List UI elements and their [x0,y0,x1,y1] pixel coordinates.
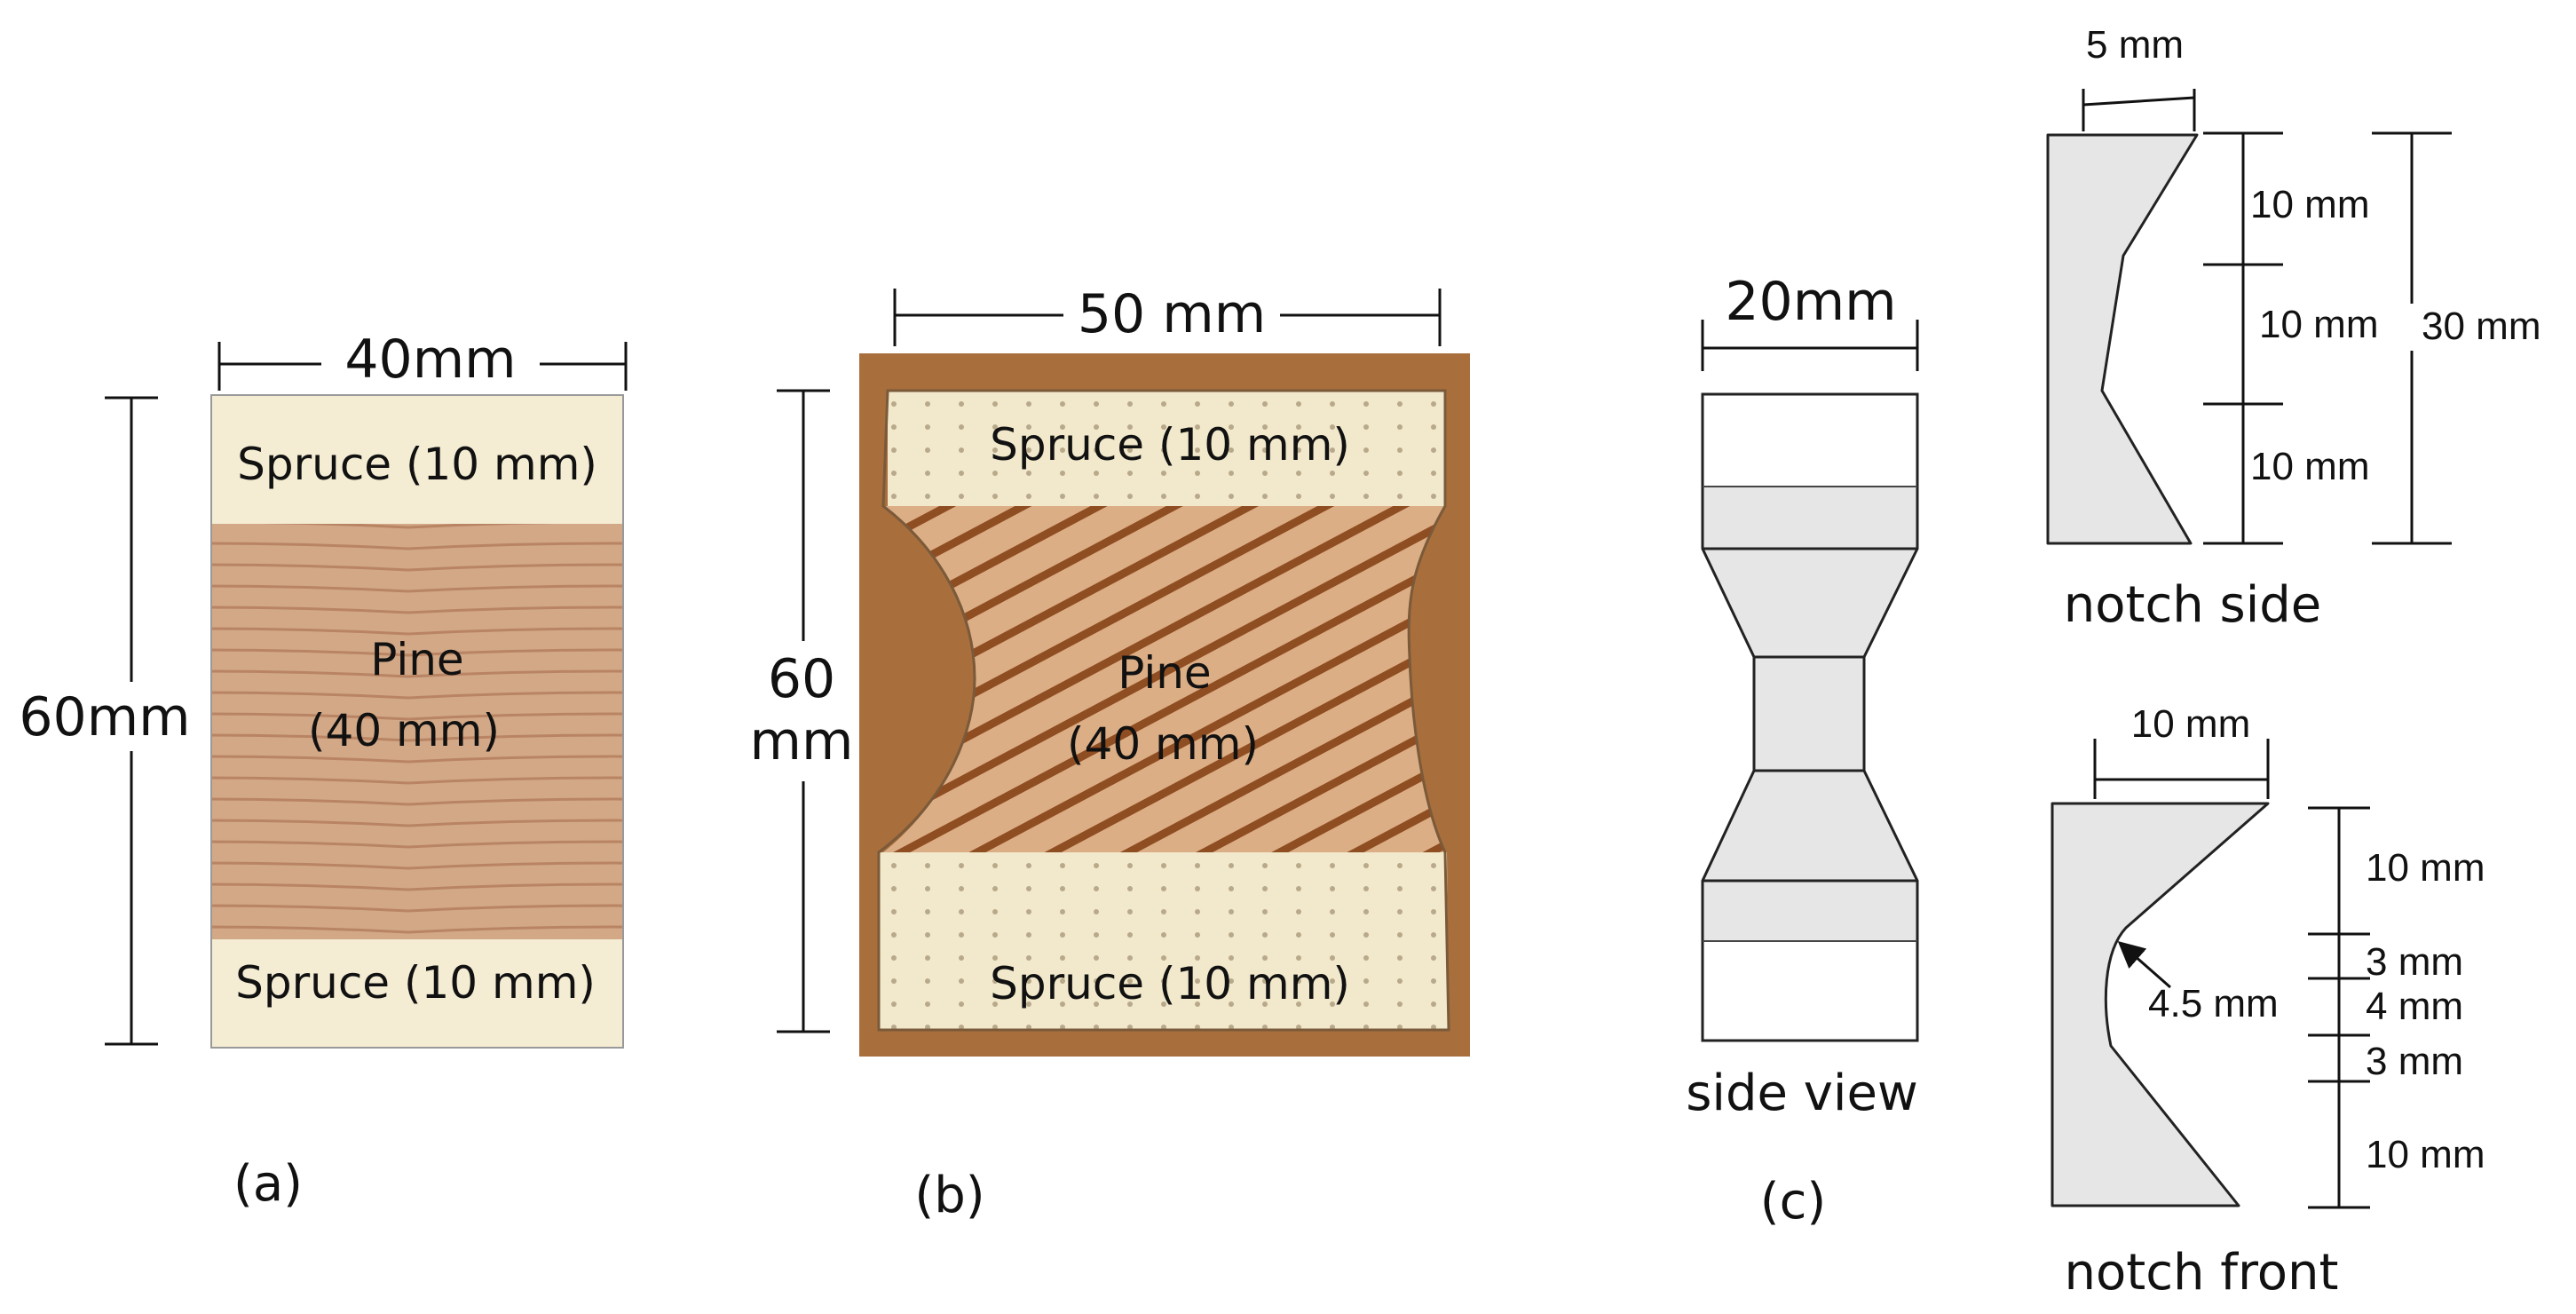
panel-a-width-dimension [217,342,628,391]
notch-side-total-dimension [2372,131,2452,545]
panel-b-specimen-spruce-bottom [879,852,1449,1030]
notch-front-seg1-label: 10 mm [2366,846,2485,890]
notch-side-shape [2046,133,2199,545]
notch-side-label: notch side [2064,576,2322,634]
panel-a-block-outline [210,394,624,1049]
panel-b-top-layer-label: Spruce (10 mm) [990,419,1350,471]
notch-front-top-width-label: 10 mm [2131,702,2250,746]
panel-a-core-label-2: (40 mm) [308,705,500,756]
panel-a-spruce-top [211,395,623,524]
panel-a-height-label: 60mm [19,686,190,748]
panel-c-side-view: 20mm side view (c) [1686,271,1919,1231]
notch-front-radius-label: 4.5 mm [2148,982,2279,1025]
panel-a-spruce-bottom [211,939,623,1048]
notch-front-top-dimension [2093,739,2270,799]
side-view-width-label: 20mm [1725,271,1896,333]
panel-a-bottom-layer-label: Spruce (10 mm) [235,957,596,1009]
panel-b-specimen-spruce [888,391,1445,506]
notch-side-top-width-label: 5 mm [2086,23,2184,67]
notch-front-shape [2051,802,2270,1207]
panel-c-caption: (c) [1760,1173,1826,1231]
panel-a-height-dimension [105,396,158,1046]
notch-side-segment-dimension [2203,131,2283,545]
notch-front-label: notch front [2064,1244,2338,1302]
panel-a-caption: (a) [233,1155,303,1213]
panel-b-width-dimension [893,289,1442,346]
notch-front-segment-dimension [2308,806,2370,1209]
notch-front-radius-arrow [2117,941,2171,989]
panel-b-core-label-1: Pine [1118,647,1211,699]
notch-side-seg3-label: 10 mm [2250,445,2369,488]
panel-b-height-dimension [777,389,830,1033]
panel-a: 40mm 60mm Spruce (10 mm) Pine (40 mm) Sp… [19,328,628,1213]
notch-front-seg2-label: 3 mm [2366,940,2463,984]
panel-c-notch-side: 5 mm 10 mm 10 mm 10 mm 30 mm notch side [2046,23,2540,634]
panel-b-bottom-layer-label: Spruce (10 mm) [990,958,1350,1009]
panel-b-width-label: 50 mm [1078,283,1266,345]
side-view-label: side view [1686,1065,1918,1122]
panel-b-height-label-2: mm [750,710,854,772]
panel-b-height-label-1: 60 [768,648,835,710]
notch-front-seg3-label: 4 mm [2366,985,2463,1028]
notch-front-seg4-label: 3 mm [2366,1040,2463,1083]
notch-side-total-label: 30 mm [2422,305,2540,348]
panel-b-core-label-2: (40 mm) [1067,718,1259,770]
panel-a-core-label-1: Pine [370,634,463,685]
notch-side-seg1-label: 10 mm [2250,183,2369,226]
panel-a-top-layer-label: Spruce (10 mm) [237,439,597,490]
notch-front-seg5-label: 10 mm [2366,1133,2485,1176]
panel-b: 50 mm 60 mm Spruce (10 mm) Pine (40 mm) … [750,283,1470,1224]
notch-side-seg2-label: 10 mm [2259,303,2378,346]
side-view-width-dimension [1701,320,1919,371]
panel-b-caption: (b) [914,1167,984,1224]
panel-b-specimen-pine-core [883,506,1445,852]
notch-side-top-dimension [2082,89,2196,131]
panel-a-pine-core [211,524,623,939]
panel-b-specimen-outline [877,389,1450,1032]
side-view-gray-section [1703,487,1917,941]
panel-c-notch-front: 10 mm 10 mm 3 mm 4 mm 3 mm 10 mm 4.5 mm … [2051,702,2485,1302]
panel-a-width-label: 40mm [344,328,516,391]
